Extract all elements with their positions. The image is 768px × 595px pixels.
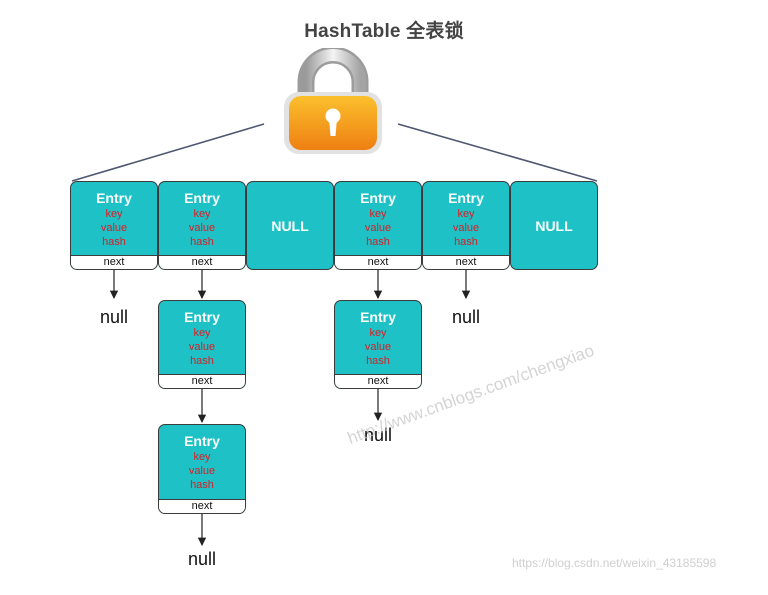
null-terminator: null [363, 425, 393, 445]
key-field: key [193, 327, 211, 339]
null-terminator: null [99, 307, 129, 327]
entry-label: Entry [360, 190, 396, 206]
next-pointer: next [159, 499, 245, 513]
key-field: key [105, 208, 123, 220]
key-field: key [193, 451, 211, 463]
null-bucket-label: NULL [271, 218, 309, 234]
entry-label: Entry [360, 309, 396, 325]
value-field: value [364, 341, 392, 353]
next-pointer: next [71, 255, 157, 269]
chain-entry: Entry key value hash next [334, 300, 422, 389]
next-pointer: next [335, 374, 421, 388]
hash-field: hash [454, 236, 478, 248]
value-field: value [188, 465, 216, 477]
hash-field: hash [190, 355, 214, 367]
next-pointer: next [159, 374, 245, 388]
hash-field: hash [190, 479, 214, 491]
hash-field: hash [366, 236, 390, 248]
next-pointer: next [335, 255, 421, 269]
bucket-entry: Entry key value hash next [158, 181, 246, 270]
entry-label: Entry [96, 190, 132, 206]
bucket-entry: Entry key value hash next [334, 181, 422, 270]
entry-label: Entry [184, 309, 220, 325]
hash-field: hash [190, 236, 214, 248]
chain-entry: Entry key value hash next [158, 300, 246, 389]
key-field: key [193, 208, 211, 220]
lock-connector-right [397, 123, 598, 182]
hash-field: hash [366, 355, 390, 367]
key-field: key [369, 208, 387, 220]
value-field: value [364, 222, 392, 234]
entry-label: Entry [184, 433, 220, 449]
bucket-entry: Entry key value hash next [70, 181, 158, 270]
bucket-null: NULL [510, 181, 598, 270]
value-field: value [188, 341, 216, 353]
chain-entry: Entry key value hash next [158, 424, 246, 514]
lock-connector-left [71, 123, 265, 182]
value-field: value [100, 222, 128, 234]
entry-label: Entry [448, 190, 484, 206]
next-pointer: next [423, 255, 509, 269]
key-field: key [369, 327, 387, 339]
value-field: value [452, 222, 480, 234]
hash-field: hash [102, 236, 126, 248]
entry-label: Entry [184, 190, 220, 206]
footer-watermark: https://blog.csdn.net/weixin_43185598 [512, 556, 717, 570]
diagram-title: HashTable 全表锁 [304, 21, 464, 42]
next-pointer: next [159, 255, 245, 269]
null-bucket-label: NULL [535, 218, 573, 234]
key-field: key [457, 208, 475, 220]
bucket-entry: Entry key value hash next [422, 181, 510, 270]
value-field: value [188, 222, 216, 234]
null-terminator: null [451, 307, 481, 327]
bucket-null: NULL [246, 181, 334, 270]
padlock-icon [284, 48, 382, 154]
null-terminator: null [187, 549, 217, 569]
